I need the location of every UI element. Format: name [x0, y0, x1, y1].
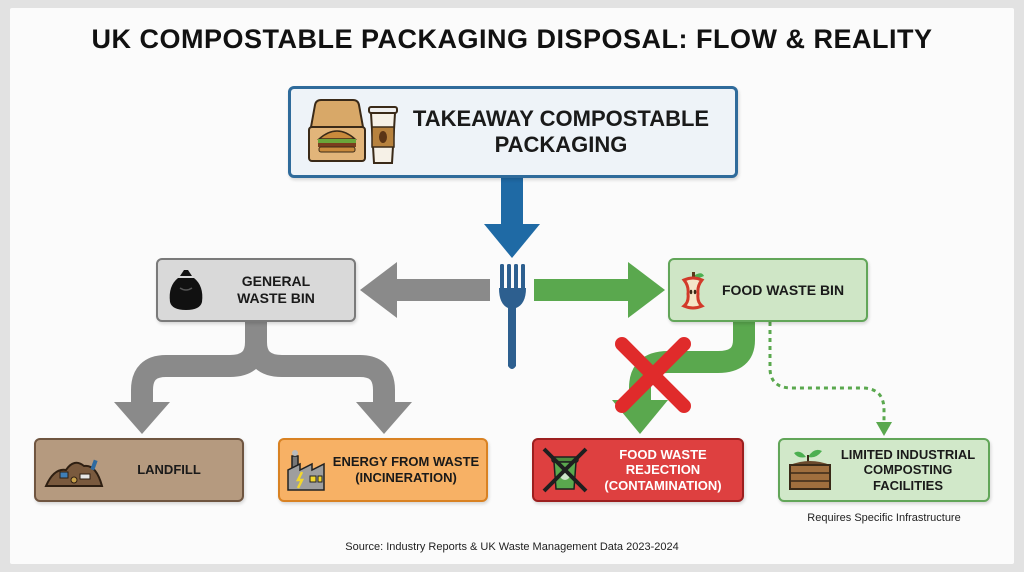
- dotted-arrow-food-to-composting: [768, 322, 892, 436]
- node-composting-facilities-label: LIMITED INDUSTRIAL COMPOSTING FACILITIES: [834, 447, 982, 494]
- node-food-waste-bin-label: FOOD WASTE BIN: [721, 281, 845, 298]
- diagram-title: UK COMPOSTABLE PACKAGING DISPOSAL: FLOW …: [91, 24, 933, 54]
- node-food-waste-rejection: FOOD WASTE REJECTION (CONTAMINATION): [532, 438, 744, 502]
- node-energy-from-waste-label: ENERGY FROM WASTE (INCINERATION): [332, 454, 480, 485]
- node-label-line: (CONTAMINATION): [604, 477, 722, 493]
- takeaway-box-cup-icon: [308, 99, 398, 164]
- node-label-line: (INCINERATION): [355, 470, 457, 485]
- node-general-waste-bin: GENERAL WASTE BIN: [156, 258, 356, 322]
- arrow-head-energy: [356, 402, 412, 434]
- node-general-waste-bin-label: GENERAL WASTE BIN: [206, 273, 346, 307]
- node-label-line: REJECTION: [625, 462, 701, 478]
- node-food-waste-bin: FOOD WASTE BIN: [668, 258, 868, 322]
- arrow-fork-to-food: [534, 262, 665, 318]
- node-label-line: COMPOSTING: [863, 462, 953, 478]
- node-label-line: PACKAGING: [494, 132, 628, 157]
- composting-note: Requires Specific Infrastructure: [807, 512, 961, 524]
- node-label-line: WASTE BIN: [237, 290, 315, 306]
- arrow-head-landfill: [114, 402, 170, 434]
- compost-crate-icon: [789, 449, 831, 490]
- bin-bag-icon: [169, 270, 203, 310]
- node-takeaway-packaging: TAKEAWAY COMPOSTABLE PACKAGING: [288, 86, 738, 178]
- source-note: Source: Industry Reports & UK Waste Mana…: [345, 541, 679, 553]
- arrow-food-to-rejection: [612, 322, 755, 434]
- landfill-pile-icon: [44, 459, 104, 487]
- arrow-source-to-fork: [484, 178, 540, 258]
- arrow-fork-to-general: [360, 262, 490, 318]
- red-cross-icon: [615, 337, 691, 413]
- node-label-line: FOOD WASTE: [619, 446, 707, 462]
- node-energy-from-waste: ENERGY FROM WASTE (INCINERATION): [278, 438, 488, 502]
- node-food-waste-rejection-label: FOOD WASTE REJECTION (CONTAMINATION): [590, 447, 736, 494]
- node-label-line: ENERGY FROM WASTE: [332, 454, 480, 470]
- node-composting-facilities: LIMITED INDUSTRIAL COMPOSTING FACILITIES: [778, 438, 990, 502]
- node-label-line: TAKEAWAY COMPOSTABLE: [412, 105, 710, 131]
- node-label-line: FACILITIES: [872, 477, 944, 493]
- node-landfill: LANDFILL: [34, 438, 244, 502]
- arrow-general-split: [131, 322, 395, 404]
- apple-core-icon: [681, 272, 705, 310]
- factory-icon: [287, 450, 325, 491]
- crossed-bin-icon: [542, 447, 588, 493]
- node-takeaway-packaging-label: TAKEAWAY COMPOSTABLE PACKAGING: [399, 106, 723, 159]
- node-label-line: LIMITED INDUSTRIAL: [840, 446, 976, 462]
- node-landfill-label: LANDFILL: [137, 462, 201, 478]
- node-label-line: GENERAL: [241, 273, 311, 290]
- fork-icon: [499, 264, 526, 369]
